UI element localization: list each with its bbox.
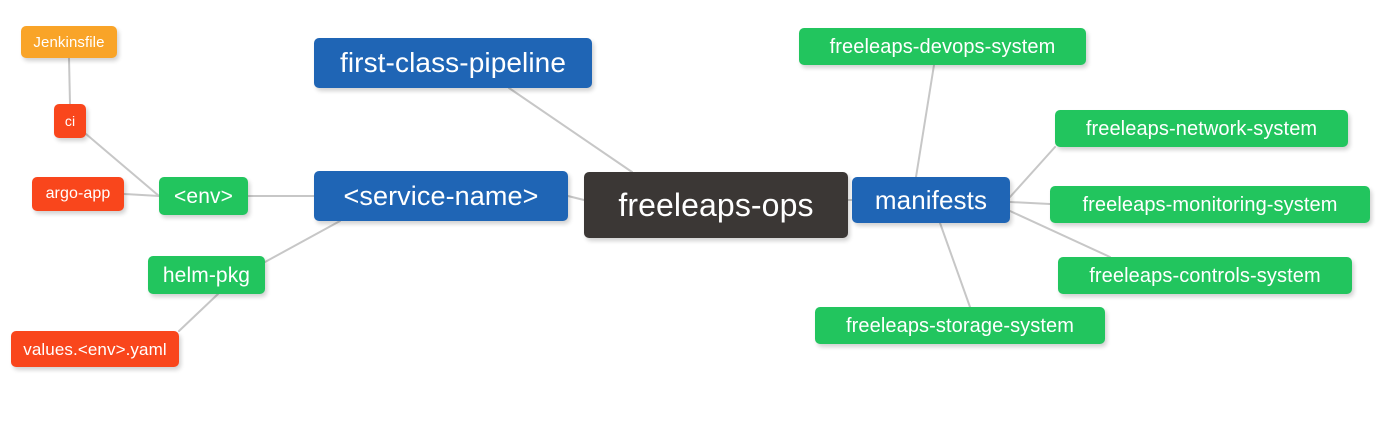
edge-manifests-to-freeleaps-storage-system: [939, 222, 971, 308]
edge-manifests-to-freeleaps-devops-system: [915, 64, 935, 178]
mindmap-node-label: freeleaps-monitoring-system: [1082, 193, 1338, 216]
edge-manifests-to-freeleaps-monitoring-system: [1009, 201, 1051, 205]
mindmap-node-freeleaps-storage-system[interactable]: freeleaps-storage-system: [815, 307, 1105, 344]
mindmap-node-argo-app[interactable]: argo-app: [32, 177, 124, 211]
mindmap-node-label: values.<env>.yaml: [23, 339, 167, 359]
mindmap-node-label: freeleaps-ops: [618, 187, 814, 223]
mindmap-node-label: argo-app: [45, 185, 111, 202]
mindmap-node-label: <service-name>: [343, 180, 539, 211]
mindmap-node-freeleaps-ops[interactable]: freeleaps-ops: [584, 172, 848, 238]
mindmap-node-label: freeleaps-network-system: [1085, 117, 1318, 140]
mindmap-node-label: helm-pkg: [162, 263, 251, 287]
edge-argo-app-to-env: [123, 193, 160, 197]
edge-helm-pkg-to-service-name: [264, 220, 341, 263]
mindmap-node-first-class-pipeline[interactable]: first-class-pipeline: [314, 38, 592, 88]
mindmap-node-freeleaps-devops-system[interactable]: freeleaps-devops-system: [799, 28, 1086, 65]
mindmap-node-label: <env>: [174, 184, 233, 208]
mindmap-node-freeleaps-controls-system[interactable]: freeleaps-controls-system: [1058, 257, 1352, 294]
mindmap-node-env[interactable]: <env>: [159, 177, 248, 215]
edge-first-class-pipeline-to-freeleaps-ops: [508, 87, 633, 173]
edge-jenkinsfile-to-ci: [68, 57, 71, 105]
edge-values-yaml-to-helm-pkg: [178, 293, 219, 332]
mindmap-node-jenkinsfile[interactable]: Jenkinsfile: [21, 26, 117, 58]
mindmap-node-freeleaps-monitoring-system[interactable]: freeleaps-monitoring-system: [1050, 186, 1370, 223]
edge-service-name-to-freeleaps-ops: [567, 195, 585, 201]
mindmap-node-label: Jenkinsfile: [33, 33, 105, 51]
mindmap-node-label: freeleaps-storage-system: [845, 314, 1075, 337]
mindmap-node-ci[interactable]: ci: [54, 104, 86, 138]
mindmap-node-label: first-class-pipeline: [339, 47, 567, 78]
mindmap-node-helm-pkg[interactable]: helm-pkg: [148, 256, 265, 294]
mindmap-node-manifests[interactable]: manifests: [852, 177, 1010, 223]
mindmap-node-label: manifests: [874, 185, 988, 215]
mindmap-node-label: ci: [64, 113, 76, 129]
mindmap-node-label: freeleaps-devops-system: [829, 35, 1056, 58]
mindmap-node-freeleaps-network-system[interactable]: freeleaps-network-system: [1055, 110, 1348, 147]
mindmap-node-label: freeleaps-controls-system: [1089, 264, 1321, 287]
edge-manifests-to-freeleaps-network-system: [1009, 146, 1056, 198]
mindmap-node-service-name[interactable]: <service-name>: [314, 171, 568, 221]
mindmap-node-values-yaml[interactable]: values.<env>.yaml: [11, 331, 179, 367]
